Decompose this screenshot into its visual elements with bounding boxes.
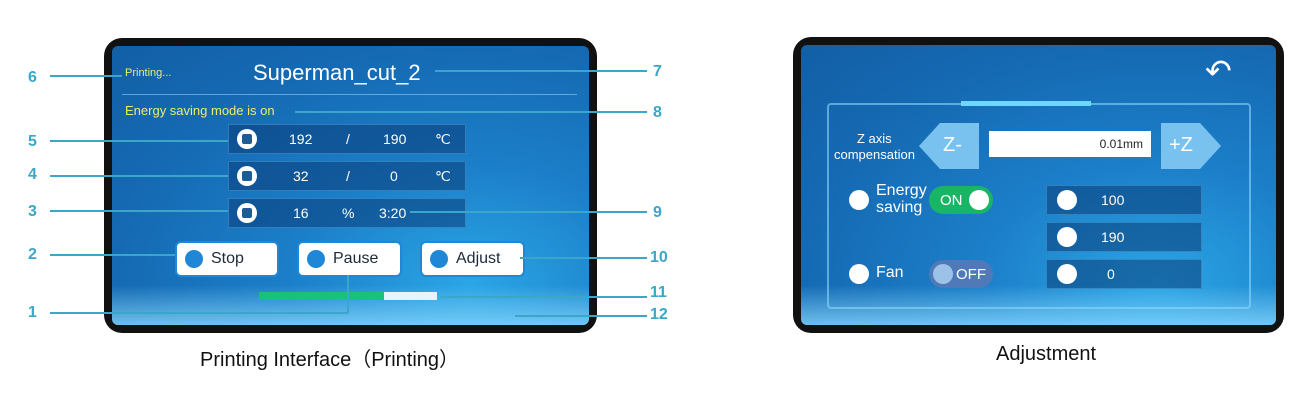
adjust-icon [430, 250, 448, 268]
callout-6: 6 [28, 69, 37, 86]
z-plus-label: +Z [1169, 134, 1193, 156]
callout-11: 11 [650, 284, 667, 301]
pause-icon [307, 250, 325, 268]
speed-field[interactable]: 100 [1046, 185, 1202, 215]
bed-current-temp: 32 [293, 168, 309, 184]
fan-toggle-label: OFF [956, 266, 986, 283]
leader-3 [50, 210, 228, 212]
energy-toggle-knob [969, 190, 989, 210]
stop-button[interactable]: Stop [175, 241, 279, 277]
header-divider [122, 94, 577, 95]
bed-unit: ℃ [435, 168, 451, 184]
leader-7 [435, 70, 647, 72]
progress-percent: 16 [293, 205, 309, 221]
speed-icon [1057, 190, 1077, 210]
energy-saving-label-2: saving [876, 199, 923, 216]
callout-12: 12 [650, 306, 668, 323]
bed-temp-row: 32 / 0 ℃ [228, 161, 466, 191]
energy-saving-message: Energy saving mode is on [125, 103, 275, 118]
print-status: Printing... [125, 67, 172, 79]
callout-3: 3 [28, 203, 37, 220]
bed-separator: / [346, 168, 350, 184]
nozzle-target-temp: 190 [383, 131, 407, 147]
nozzle-temp-row: 192 / 190 ℃ [228, 124, 466, 154]
callout-8: 8 [653, 104, 662, 121]
bottom-glow [112, 285, 589, 325]
callout-7: 7 [653, 63, 662, 80]
leader-12 [515, 315, 647, 317]
bed-target-temp: 0 [390, 168, 398, 184]
stop-icon [185, 250, 203, 268]
hourglass-icon [237, 203, 257, 223]
file-name: Superman_cut_2 [253, 60, 421, 85]
leader-1-vertical [347, 275, 349, 313]
back-icon[interactable]: ↶ [1205, 53, 1232, 89]
nozzle-value: 190 [1101, 229, 1125, 245]
adjust-screen: ↶ Z axis compensation Z- 0.01mm +Z Energ… [801, 45, 1276, 325]
fan-icon [849, 264, 869, 284]
percent-sign: % [342, 205, 355, 221]
remaining-time: 3:20 [379, 205, 407, 221]
energy-saving-label-1: Energy [876, 182, 927, 199]
fan-toggle[interactable]: OFF [929, 260, 993, 288]
nozzle-unit: ℃ [435, 131, 451, 147]
nozzle-separator: / [346, 131, 350, 147]
fan-toggle-knob [933, 264, 953, 284]
leader-8 [295, 111, 647, 113]
z-minus-label: Z- [943, 134, 962, 156]
callout-1: 1 [28, 304, 37, 321]
caption-adjustment: Adjustment [996, 343, 1097, 365]
bed-value: 0 [1107, 266, 1115, 282]
leader-6 [50, 75, 122, 77]
z-value: 0.01mm [1099, 137, 1143, 151]
nozzle-icon-adjust [1057, 227, 1077, 247]
leader-1 [50, 312, 348, 314]
pause-button[interactable]: Pause [297, 241, 402, 277]
pause-label: Pause [333, 250, 379, 267]
z-value-field[interactable]: 0.01mm [989, 131, 1151, 157]
leader-11 [440, 296, 647, 298]
energy-saving-toggle[interactable]: ON [929, 186, 993, 214]
stop-label: Stop [211, 250, 244, 267]
leader-5 [50, 140, 228, 142]
progress-bar-fill [259, 292, 384, 300]
callout-2: 2 [28, 246, 37, 263]
leader-10 [520, 257, 647, 259]
energy-toggle-label: ON [940, 192, 963, 209]
fan-label: Fan [876, 264, 904, 281]
callout-10: 10 [650, 249, 668, 266]
progress-row: 16 % 3:20 [228, 198, 466, 228]
speed-value: 100 [1101, 192, 1125, 208]
bed-target-field[interactable]: 0 [1046, 259, 1202, 289]
callout-4: 4 [28, 166, 37, 183]
printing-screen: Printing... Superman_cut_2 Energy saving… [112, 46, 589, 325]
nozzle-current-temp: 192 [289, 131, 313, 147]
callout-9: 9 [653, 204, 662, 221]
adjust-button[interactable]: Adjust [420, 241, 525, 277]
adjust-label: Adjust [456, 250, 501, 267]
nozzle-target-field[interactable]: 190 [1046, 222, 1202, 252]
panel-top-accent [961, 101, 1091, 106]
callout-5: 5 [28, 133, 37, 150]
bed-icon [237, 166, 257, 186]
z-compensation-label-2: compensation [834, 147, 915, 162]
leader-4 [50, 175, 228, 177]
nozzle-icon [237, 129, 257, 149]
z-compensation-label-1: Z axis [857, 131, 892, 146]
bottom-glow-right [801, 285, 1276, 325]
bed-icon-adjust [1057, 264, 1077, 284]
energy-icon [849, 190, 869, 210]
leader-2 [50, 254, 175, 256]
leader-9 [410, 211, 647, 213]
caption-printing-interface: Printing Interface（Printing） [200, 349, 460, 371]
